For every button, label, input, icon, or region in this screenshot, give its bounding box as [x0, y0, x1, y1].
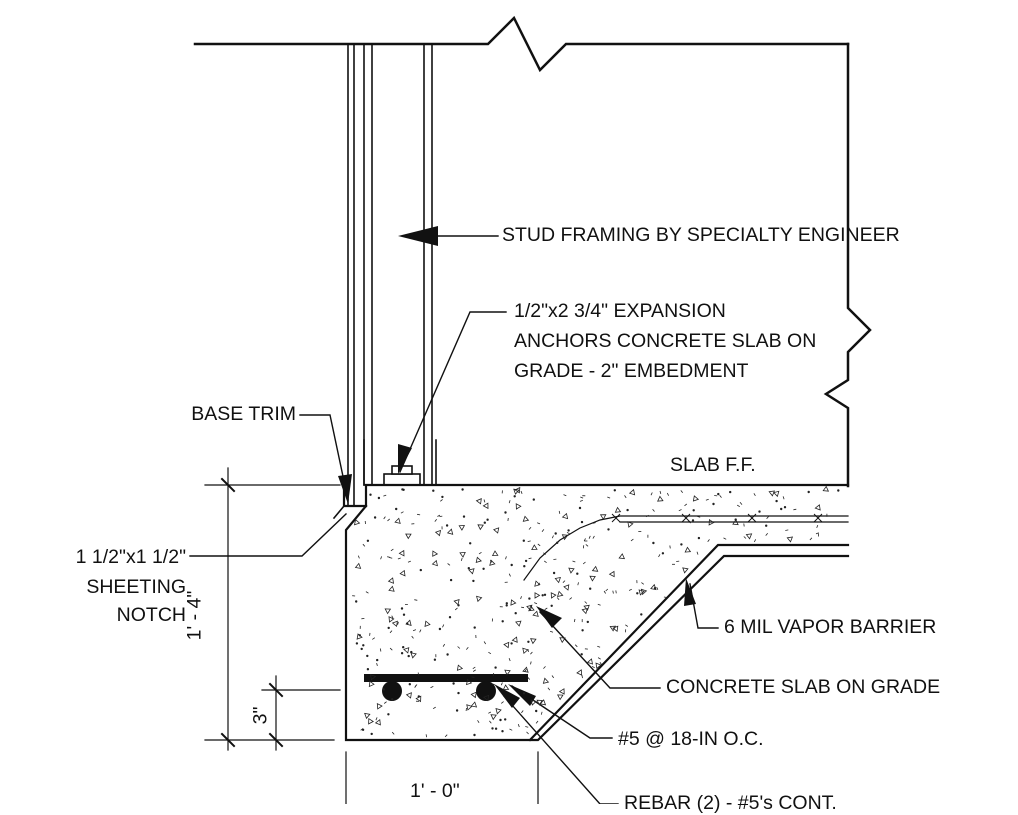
label-base-trim: BASE TRIM [110, 403, 296, 426]
label-concrete-slab: CONCRETE SLAB ON GRADE [666, 676, 940, 699]
label-stud-framing: STUD FRAMING BY SPECIALTY ENGINEER [502, 224, 900, 247]
label-anchor-line2: ANCHORS CONCRETE SLAB ON [514, 330, 816, 353]
label-vapor-barrier: 6 MIL VAPOR BARRIER [724, 616, 936, 639]
label-sheeting-line3: NOTCH [0, 604, 186, 627]
right-break-line [826, 44, 870, 486]
dimension-text-footing-width: 1' - 0" [410, 780, 460, 803]
dimension-text-footing-depth: 1' - 4" [183, 591, 206, 641]
rebar-cont-1 [382, 681, 402, 701]
top-break-line [195, 18, 848, 70]
dimension-text-rebar-cover: 3" [249, 707, 272, 725]
label-sheeting-line1: 1 1/2"x1 1/2" [0, 546, 186, 569]
label-rebar-spacing: #5 @ 18-IN O.C. [618, 728, 764, 751]
rebar-transverse [364, 674, 528, 682]
label-anchor-line1: 1/2"x2 3/4" EXPANSION [514, 300, 726, 323]
rebar [364, 674, 528, 701]
stud-framing [348, 44, 432, 505]
concrete-hatch [352, 487, 839, 738]
vapor-barrier-marks [612, 514, 822, 522]
slab-outline [346, 485, 848, 740]
label-slab-ff: SLAB F.F. [670, 454, 756, 477]
label-anchor-line3: GRADE - 2" EMBEDMENT [514, 360, 748, 383]
dimension-rebar-cover [262, 676, 340, 750]
label-sheeting-line2: SHEETING [0, 576, 186, 599]
dimension-footing-depth [205, 468, 340, 750]
